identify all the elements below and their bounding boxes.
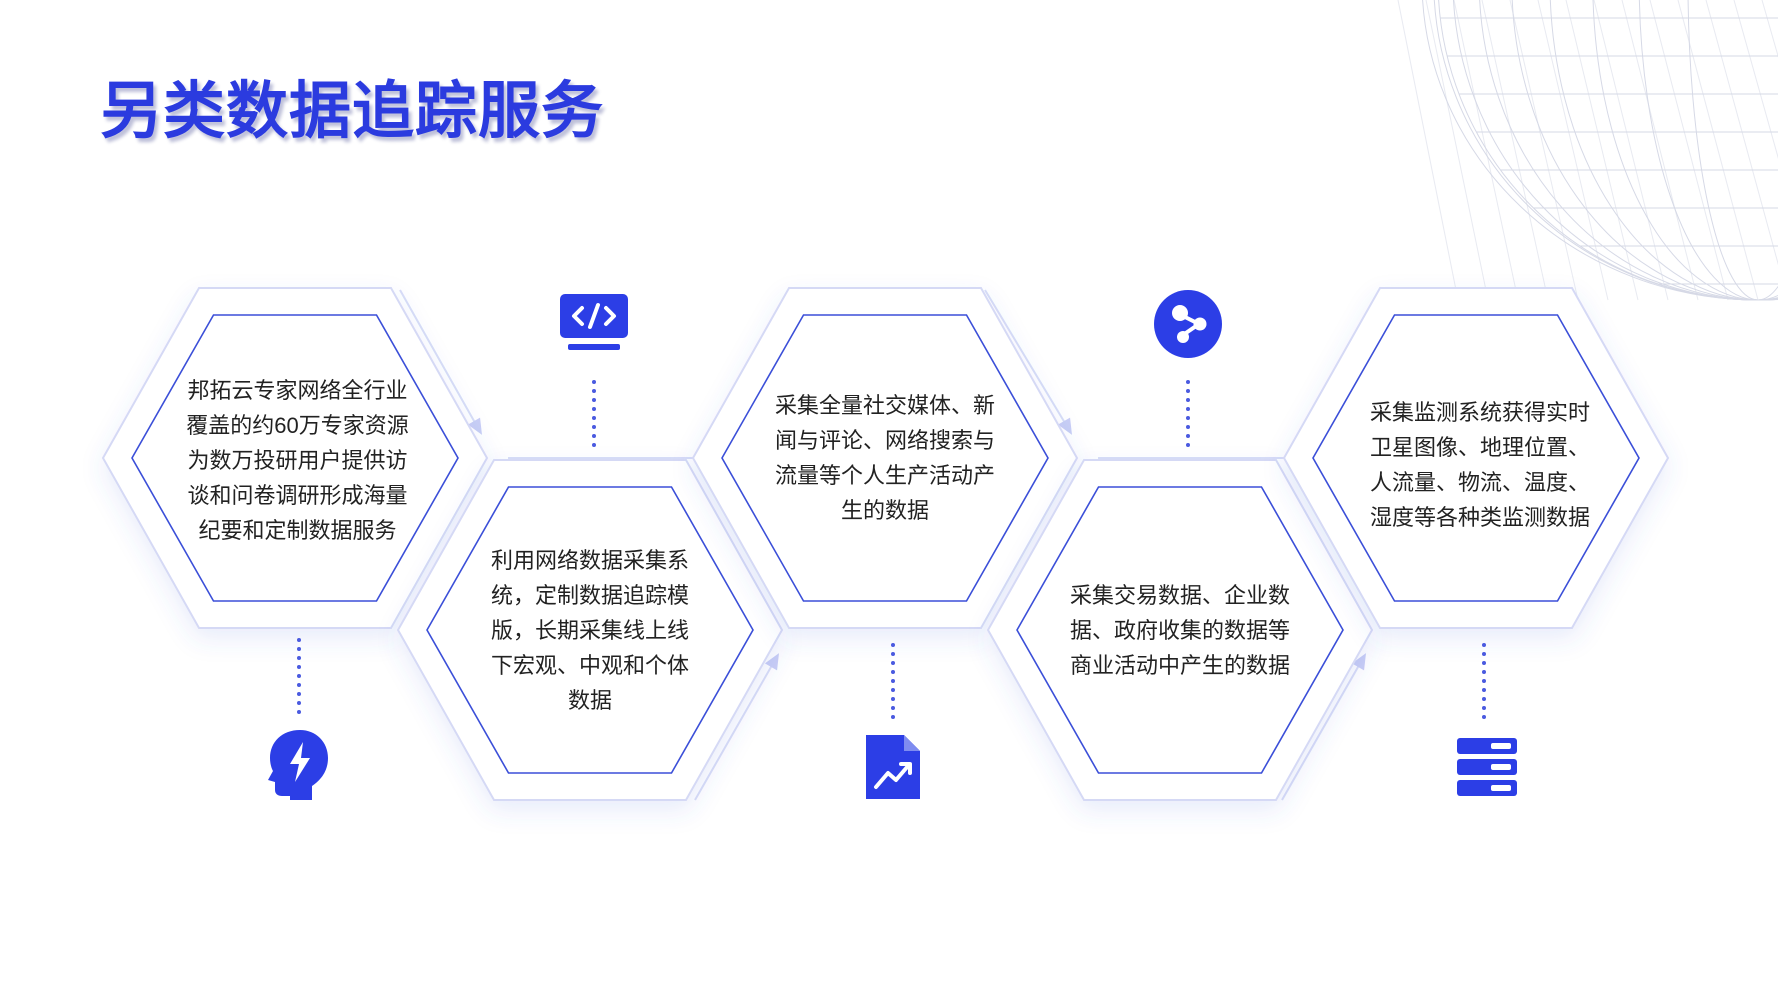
hexagon-inner-border: [1312, 314, 1640, 602]
leader-dot: [1482, 652, 1486, 656]
leader-dot: [592, 416, 596, 420]
leader-dot: [1482, 697, 1486, 701]
page-title: 另类数据追踪服务: [100, 77, 605, 146]
connector-line: [399, 289, 479, 429]
leader-dot: [592, 380, 596, 384]
leader-dot: [1186, 443, 1190, 447]
connector-arrowhead: [467, 417, 482, 435]
hexagon-inner-border: [131, 314, 459, 602]
leader-dot: [592, 407, 596, 411]
leader-dot: [297, 674, 301, 678]
hexagon-inner-border: [1016, 486, 1344, 774]
share-nodes-icon: [1154, 290, 1222, 358]
hexagon-inner-border: [426, 486, 754, 774]
hexagon-inner-border: [721, 314, 1049, 602]
connector-line: [694, 659, 776, 801]
leader-dot: [1186, 434, 1190, 438]
leader-dot: [297, 638, 301, 642]
connector-lines: [399, 289, 1366, 801]
leader-dot: [297, 692, 301, 696]
leader-dot: [297, 656, 301, 660]
leader-dot: [297, 647, 301, 651]
leader-dot: [592, 425, 596, 429]
leader-dot: [891, 715, 895, 719]
hex-text-business: 采集交易数据、企业数据、政府收集的数据等商业活动中产生的数据: [1070, 582, 1291, 678]
leader-dot: [1482, 679, 1486, 683]
hex-text-expert: 邦拓云专家网络全行业覆盖的约60万专家资源为数万投研用户提供访谈和问卷调研形成海…: [186, 377, 409, 543]
hexagon-business: [986, 459, 1374, 801]
leader-dot: [1482, 715, 1486, 719]
brain-lightning-icon: [268, 730, 328, 800]
leader-dot: [1186, 380, 1190, 384]
connector-arrowhead: [1057, 417, 1072, 435]
hexagon-crawler: [396, 459, 784, 801]
leader-dot: [891, 697, 895, 701]
leader-dot: [891, 706, 895, 710]
leader-dot: [1482, 661, 1486, 665]
hex-text-monitoring: 采集监测系统获得实时卫星图像、地理位置、人流量、物流、温度、湿度等各种类监测数据: [1370, 400, 1591, 530]
leader-dot: [891, 661, 895, 665]
leader-dot: [592, 398, 596, 402]
leader-dot: [891, 643, 895, 647]
leader-dot: [891, 652, 895, 656]
connector-line: [1281, 659, 1363, 801]
leader-dot: [1186, 416, 1190, 420]
dotted-leaders: [297, 380, 1486, 719]
leader-dot: [592, 389, 596, 393]
connector-arrowhead: [764, 653, 779, 671]
chart-document-icon: [866, 735, 920, 799]
hexagon-expert: [101, 287, 489, 629]
leader-dot: [297, 665, 301, 669]
hexagon-social: [691, 287, 1079, 629]
leader-dot: [1186, 425, 1190, 429]
leader-dot: [297, 701, 301, 705]
leader-dot: [891, 670, 895, 674]
leader-dot: [297, 710, 301, 714]
leader-dot: [891, 688, 895, 692]
connector-line: [984, 289, 1069, 429]
leader-dot: [1482, 670, 1486, 674]
hex-text-social: 采集全量社交媒体、新闻与评论、网络搜索与流量等个人生产活动产生的数据: [775, 393, 996, 523]
hexagon-monitoring: [1282, 287, 1670, 629]
leader-dot: [1482, 706, 1486, 710]
connector-arrowhead: [1351, 653, 1366, 671]
code-monitor-icon: [560, 294, 628, 350]
server-stack-icon: [1457, 738, 1517, 796]
leader-dot: [1186, 398, 1190, 402]
leader-dot: [592, 443, 596, 447]
leader-dot: [1482, 688, 1486, 692]
leader-dot: [592, 434, 596, 438]
hex-text-crawler: 利用网络数据采集系统，定制数据追踪模版，长期采集线上线下宏观、中观和个体数据: [490, 547, 689, 713]
leader-dot: [891, 679, 895, 683]
leader-dot: [1186, 389, 1190, 393]
leader-dot: [1186, 407, 1190, 411]
leader-dot: [1482, 643, 1486, 647]
leader-dot: [297, 683, 301, 687]
